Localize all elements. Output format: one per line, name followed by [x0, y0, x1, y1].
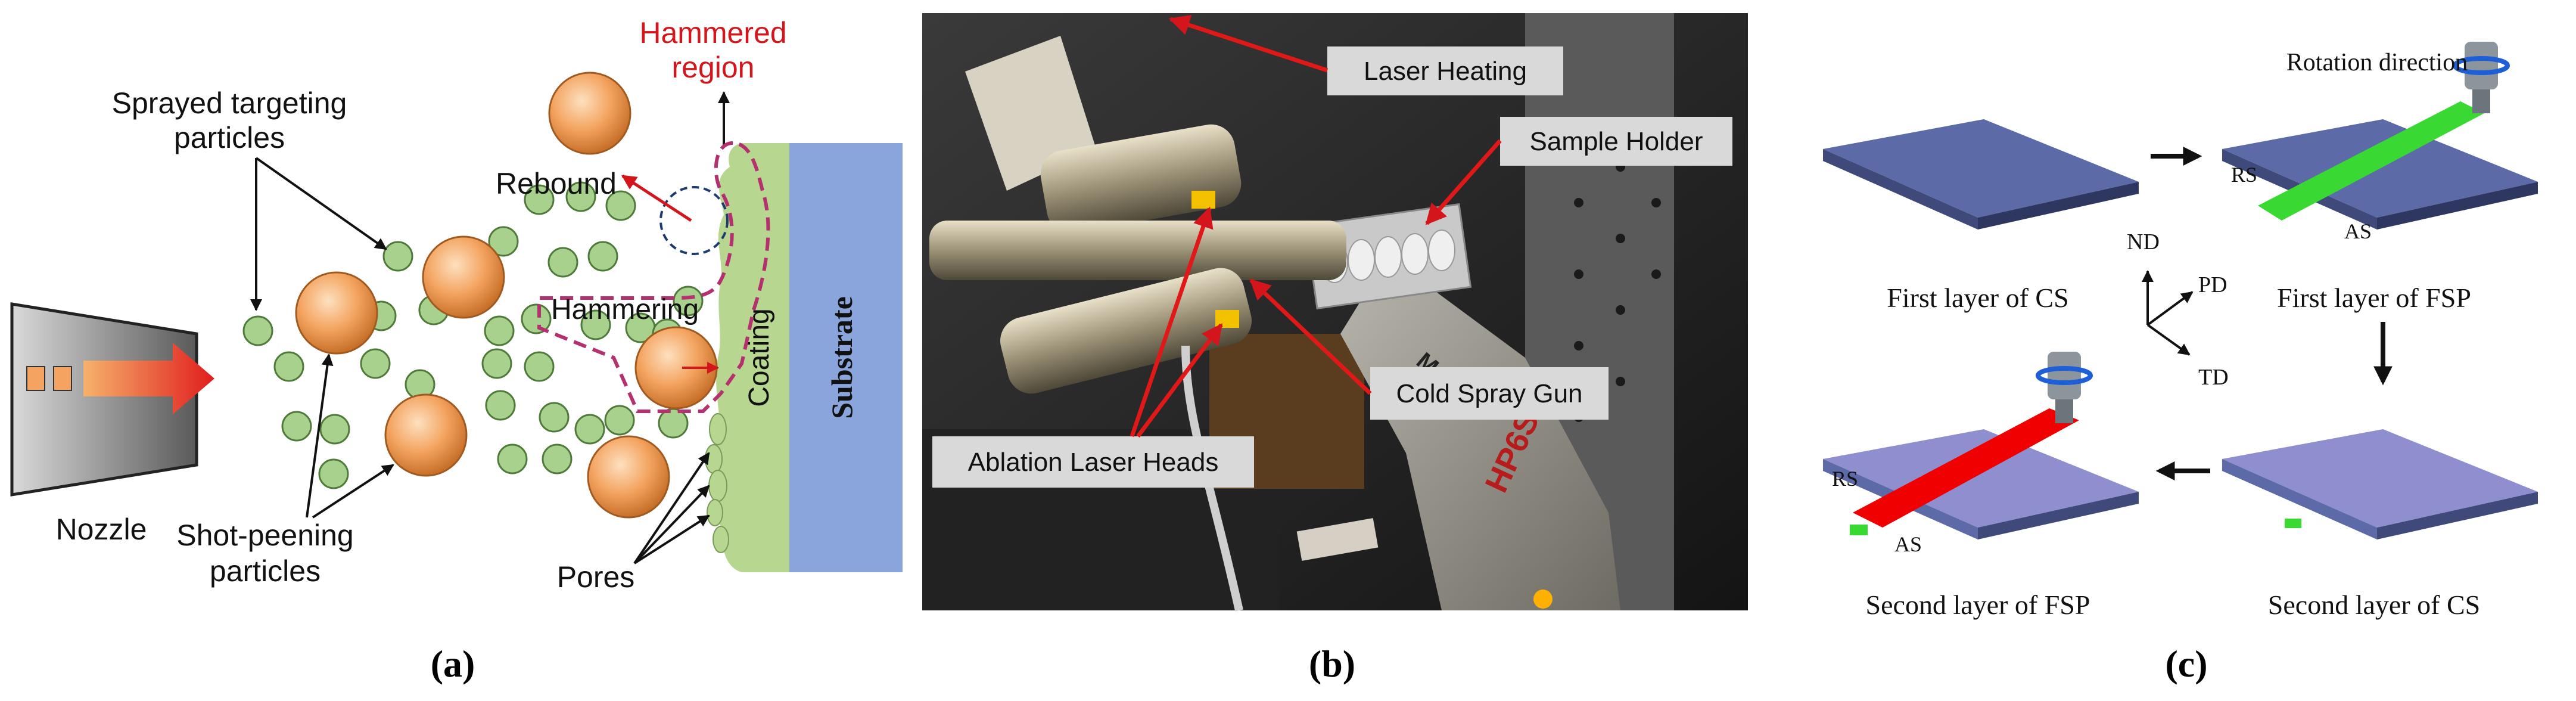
substrate-label: Substrate — [825, 296, 858, 419]
flow-arrow — [83, 343, 214, 414]
rotation-direction-label: Rotation direction — [2286, 49, 2468, 76]
svg-text:Laser Heating: Laser Heating — [1364, 57, 1527, 86]
second-fsp-label: Second layer of FSP — [1866, 590, 2090, 620]
shot-peening-label-line-1: Shot-peening — [176, 519, 353, 552]
particle-slot-1 — [26, 366, 45, 391]
ablation-laser-head — [1000, 268, 1252, 394]
laser-warning-sticker-1 — [1191, 191, 1215, 209]
particle-slot-2 — [53, 366, 72, 391]
plate-second-fsp — [1823, 408, 2139, 539]
plate-first-cs — [1823, 119, 2139, 229]
pd-label: PD — [2198, 272, 2227, 297]
nozzle-body — [10, 302, 198, 497]
nd-label: ND — [2127, 229, 2160, 255]
shot-peening-pointer-2 — [312, 464, 394, 519]
panel-b: MOTO HP6S Laser Heating Sample Holder — [922, 13, 1748, 685]
hammered-region-outline — [537, 141, 770, 413]
panel-a: Coating Substrate Nozzle — [10, 16, 903, 685]
coating-label: Coating — [743, 308, 775, 407]
robot-indicator-light — [1533, 590, 1553, 609]
orientation-axes — [2142, 270, 2194, 356]
hammering-label: Hammering — [551, 294, 699, 325]
pores-pointer-3 — [633, 514, 710, 564]
label-laser-heating: Laser Heating — [1327, 46, 1563, 95]
fsp-tool-1 — [2453, 42, 2510, 113]
svg-text:Cold Spray Gun: Cold Spray Gun — [1396, 379, 1582, 408]
plate-second-cs — [2222, 429, 2538, 539]
hammered-region-line-2: region — [672, 51, 755, 84]
fsp-tool-2 — [2036, 352, 2093, 423]
plate-first-fsp — [2222, 101, 2538, 229]
rebound-arrow — [621, 174, 692, 222]
sprayed-pointer-2 — [255, 157, 387, 250]
white-block — [1296, 518, 1379, 561]
caption-a: (a) — [431, 643, 475, 685]
rs-label-2: RS — [1832, 467, 1858, 491]
label-sample-holder: Sample Holder — [1500, 117, 1732, 166]
nozzle-label: Nozzle — [56, 513, 147, 546]
first-fsp-label: First layer of FSP — [2277, 283, 2471, 313]
pores-label: Pores — [557, 560, 635, 594]
panel-c: First layer of CS Rotation direction RS … — [1823, 42, 2538, 685]
svg-text:Sample Holder: Sample Holder — [1529, 127, 1703, 156]
coating-layer — [713, 143, 789, 572]
process-arrows — [2151, 147, 2393, 480]
cold-spray-gun-body — [929, 221, 1346, 280]
rebound-origin-circle — [659, 186, 729, 255]
laser-heating-head — [1040, 124, 1242, 234]
sprayed-label-line-1: Sprayed targeting — [112, 86, 347, 120]
as-label-2: AS — [1894, 532, 1922, 556]
sprayed-label-line-2: particles — [174, 121, 285, 154]
caption-c: (c) — [2165, 643, 2207, 685]
as-label-1: AS — [2344, 219, 2372, 243]
label-ablation-laser-heads: Ablation Laser Heads — [932, 436, 1254, 488]
svg-text:Ablation Laser Heads: Ablation Laser Heads — [968, 448, 1219, 477]
second-cs-label: Second layer of CS — [2268, 590, 2480, 620]
hammered-region-line-1: Hammered — [639, 16, 786, 49]
pore-bumps — [705, 413, 729, 553]
first-cs-label: First layer of CS — [1887, 283, 2068, 313]
rebound-label: Rebound — [496, 167, 617, 200]
shot-peening-pointer-1 — [306, 353, 334, 518]
pores-pointer-2 — [633, 485, 710, 564]
label-cold-spray-gun: Cold Spray Gun — [1370, 367, 1609, 420]
robot-arm — [1340, 256, 1620, 610]
pores-pointer-1 — [633, 452, 710, 564]
td-label: TD — [2198, 365, 2229, 390]
rs-label-1: RS — [2231, 163, 2257, 187]
shot-peening-label-line-2: particles — [210, 554, 321, 588]
caption-b: (b) — [1309, 643, 1355, 685]
photo-pointer-arrows — [1130, 15, 1502, 438]
substrate-block — [789, 143, 903, 572]
